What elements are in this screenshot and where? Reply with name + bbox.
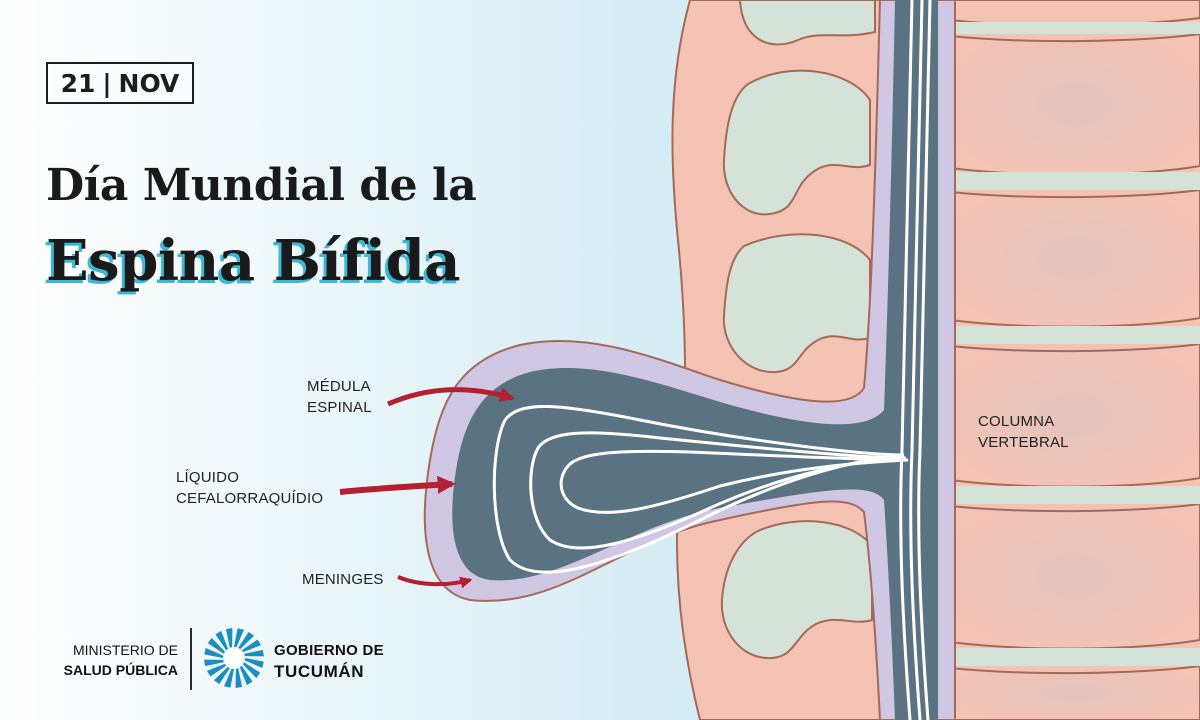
ministry-line-1: MINISTERIO DE [72,642,178,658]
sun-ray [225,628,233,648]
vertebra-2 [949,32,1200,176]
date-month: NOV [118,68,180,98]
sun-ray [207,637,226,654]
label-meninges: MENINGES [302,571,384,588]
footer-divider [190,628,192,690]
disc-5 [950,648,1200,666]
sun-ray [213,666,230,685]
label-columna-vertebral: COLUMNA VERTEBRAL [978,411,1069,453]
vertebra-4 [949,342,1200,488]
sun-ray [204,647,224,658]
sun-ray [206,663,227,677]
label-columna-line-2: VERTEBRAL [978,434,1069,451]
government-line-1: GOBIERNO DE [274,642,384,659]
sun-ray [204,659,224,667]
title-line-1: Día Mundial de la [46,160,477,211]
arrow-liquido [339,475,456,495]
label-medula-espinal: MÉDULA ESPINAL [307,376,372,418]
vertebral-process-3 [722,233,871,374]
sun-ray [239,665,253,686]
csf-region [452,0,938,720]
date-day: 21 [60,68,96,98]
title-line-2: Espina Bífida [46,228,461,294]
vertebra-5 [949,502,1200,650]
sun-ray [238,631,255,650]
sun-ray [234,628,245,648]
disc-1 [950,22,1200,34]
sun-ray [215,630,229,651]
ministry-logo-text: MINISTERIO DE SALUD PÚBLICA [46,640,178,680]
vertebral-process-2 [722,69,871,216]
arrow-meninges [397,575,473,589]
label-columna-line-1: COLUMNA [978,413,1055,430]
government-logo-text: GOBIERNO DE TUCUMÁN [274,640,384,682]
date-separator: | [102,68,112,98]
vertebra-6 [949,664,1200,720]
spinal-cord-nerves [492,0,932,720]
label-medula-line-2: ESPINAL [307,399,372,416]
vertebra-1 [949,0,1200,27]
arrow-medula [387,387,515,407]
date-badge: 21 | NOV [46,62,194,104]
sun-ray [241,639,262,653]
vertebral-process-1 [738,0,876,46]
label-liquido-line-2: CEFALORRAQUÍDIO [176,490,324,507]
disc-4 [950,486,1200,504]
sun-ray [244,658,264,669]
government-line-2: TUCUMÁN [274,662,365,681]
vertebra-3 [949,188,1200,328]
disc-3 [950,326,1200,344]
label-liquido-line-1: LÍQUIDO [176,469,240,486]
sun-ray [242,662,261,679]
ministry-line-2: SALUD PÚBLICA [63,662,178,678]
government-sun-logo-icon [204,628,264,688]
vertebral-process-4 [720,520,873,660]
label-liquido-cefalorraquidio: LÍQUIDO CEFALORRAQUÍDIO [176,467,323,509]
disc-2 [950,172,1200,190]
sun-ray [235,668,243,688]
sun-ray [223,668,234,688]
sun-ray [244,649,264,657]
label-medula-line-1: MÉDULA [307,378,371,395]
